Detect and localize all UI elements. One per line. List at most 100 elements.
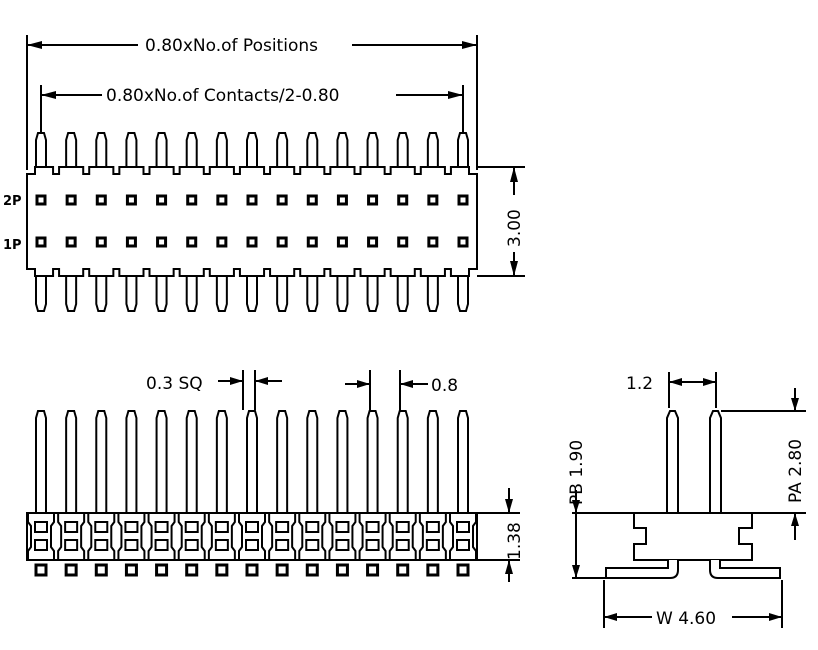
contact-hole-1p [306, 236, 318, 248]
housing-divider [298, 513, 304, 560]
top-pin-upper [95, 132, 108, 170]
front-pin [366, 410, 379, 513]
dim-square-label: 0.3 SQ [146, 374, 203, 394]
contact-hole-2p [336, 194, 348, 206]
top-pin-lower [65, 272, 78, 312]
front-pin [125, 410, 138, 513]
contact-hole-1p [336, 236, 348, 248]
front-pin [215, 410, 228, 513]
housing-divider [200, 513, 206, 560]
dim-height-label: 3.00 [505, 209, 525, 247]
front-housing [26, 512, 478, 561]
top-pin-lower [366, 272, 379, 312]
contact-hole-2p [246, 194, 258, 206]
contact-hole-2p [216, 194, 228, 206]
contact-hole-2p [95, 194, 107, 206]
dim-row-spacing-line [669, 378, 716, 386]
dim-body-label: 1.38 [505, 522, 525, 560]
top-pin-lower [457, 272, 469, 312]
housing-slot [335, 521, 350, 533]
top-pin-upper [366, 132, 379, 170]
front-pin-tail [185, 563, 199, 577]
contact-hole-1p [427, 236, 439, 248]
housing-divider [328, 513, 334, 560]
housing-divider [321, 513, 327, 560]
top-pin-lower [95, 272, 108, 312]
top-pin-lower [125, 272, 138, 312]
front-pin-tail [245, 563, 259, 577]
side-view [572, 372, 806, 628]
housing-divider [441, 513, 447, 560]
housing-divider [177, 513, 183, 560]
housing-divider [358, 513, 364, 560]
housing-slot [94, 539, 109, 551]
housing-slot [154, 521, 169, 533]
front-pin [155, 410, 168, 513]
housing-divider [351, 513, 357, 560]
housing-slot [335, 539, 350, 551]
housing-divider [388, 513, 394, 560]
front-pin-tail [305, 563, 319, 577]
housing-slot [124, 521, 139, 533]
front-pin [246, 410, 258, 513]
housing-slot [184, 539, 199, 551]
front-pin [35, 410, 47, 513]
front-pin-tail [335, 563, 349, 577]
top-contact-holes-row-2 [35, 194, 469, 206]
housing-divider [418, 513, 424, 560]
housing-divider [110, 513, 116, 560]
dim-pa-label: PA 2.80 [786, 439, 806, 503]
top-pin-upper [426, 132, 439, 170]
side-pin-right [709, 410, 722, 513]
top-pin-lower [396, 272, 409, 312]
housing-divider [291, 513, 297, 560]
top-pins-upper [35, 132, 469, 170]
contact-hole-1p [397, 236, 409, 248]
side-housing [633, 512, 753, 561]
contact-hole-1p [246, 236, 258, 248]
contact-hole-1p [156, 236, 168, 248]
front-pin-tail [366, 563, 380, 577]
contact-hole-2p [35, 194, 47, 206]
top-body-outline [26, 166, 478, 277]
housing-slot [395, 521, 410, 533]
housing-slot [456, 539, 470, 551]
row-label-2p: 2P [3, 194, 22, 209]
front-pin-tail [124, 563, 138, 577]
housing-divider [207, 513, 213, 560]
dim-pb-line [572, 490, 580, 578]
housing-divider [449, 513, 454, 560]
housing-divider [147, 513, 153, 560]
contact-hole-2p [156, 194, 168, 206]
top-pin-lower [426, 272, 439, 312]
front-pin [396, 410, 409, 513]
housing-divider [50, 513, 55, 560]
top-pin-upper [276, 132, 289, 170]
front-pin-tail [275, 563, 289, 577]
dim-row-spacing-label: 1.2 [626, 374, 653, 394]
front-pin-tail [215, 563, 229, 577]
contact-hole-2p [427, 194, 439, 206]
front-pin [276, 410, 289, 513]
contact-hole-1p [186, 236, 198, 248]
top-pin-upper [35, 132, 47, 170]
side-pin-left [666, 410, 679, 513]
side-leg-left [605, 560, 679, 579]
top-pin-lower [185, 272, 198, 312]
housing-slot [305, 539, 320, 551]
contact-hole-2p [65, 194, 77, 206]
housing-slot [214, 539, 229, 551]
housing-divider [117, 513, 123, 560]
contact-hole-1p [65, 236, 77, 248]
dim-body-line [477, 488, 520, 582]
top-pin-upper [306, 132, 319, 170]
front-pins [35, 410, 469, 513]
top-pin-lower [336, 272, 349, 312]
dim-pa-line [791, 388, 799, 540]
side-leg-right [709, 560, 781, 579]
housing-slot [275, 521, 290, 533]
housing-slot [245, 539, 259, 551]
housing-slot [305, 521, 320, 533]
housing-divider [230, 513, 236, 560]
